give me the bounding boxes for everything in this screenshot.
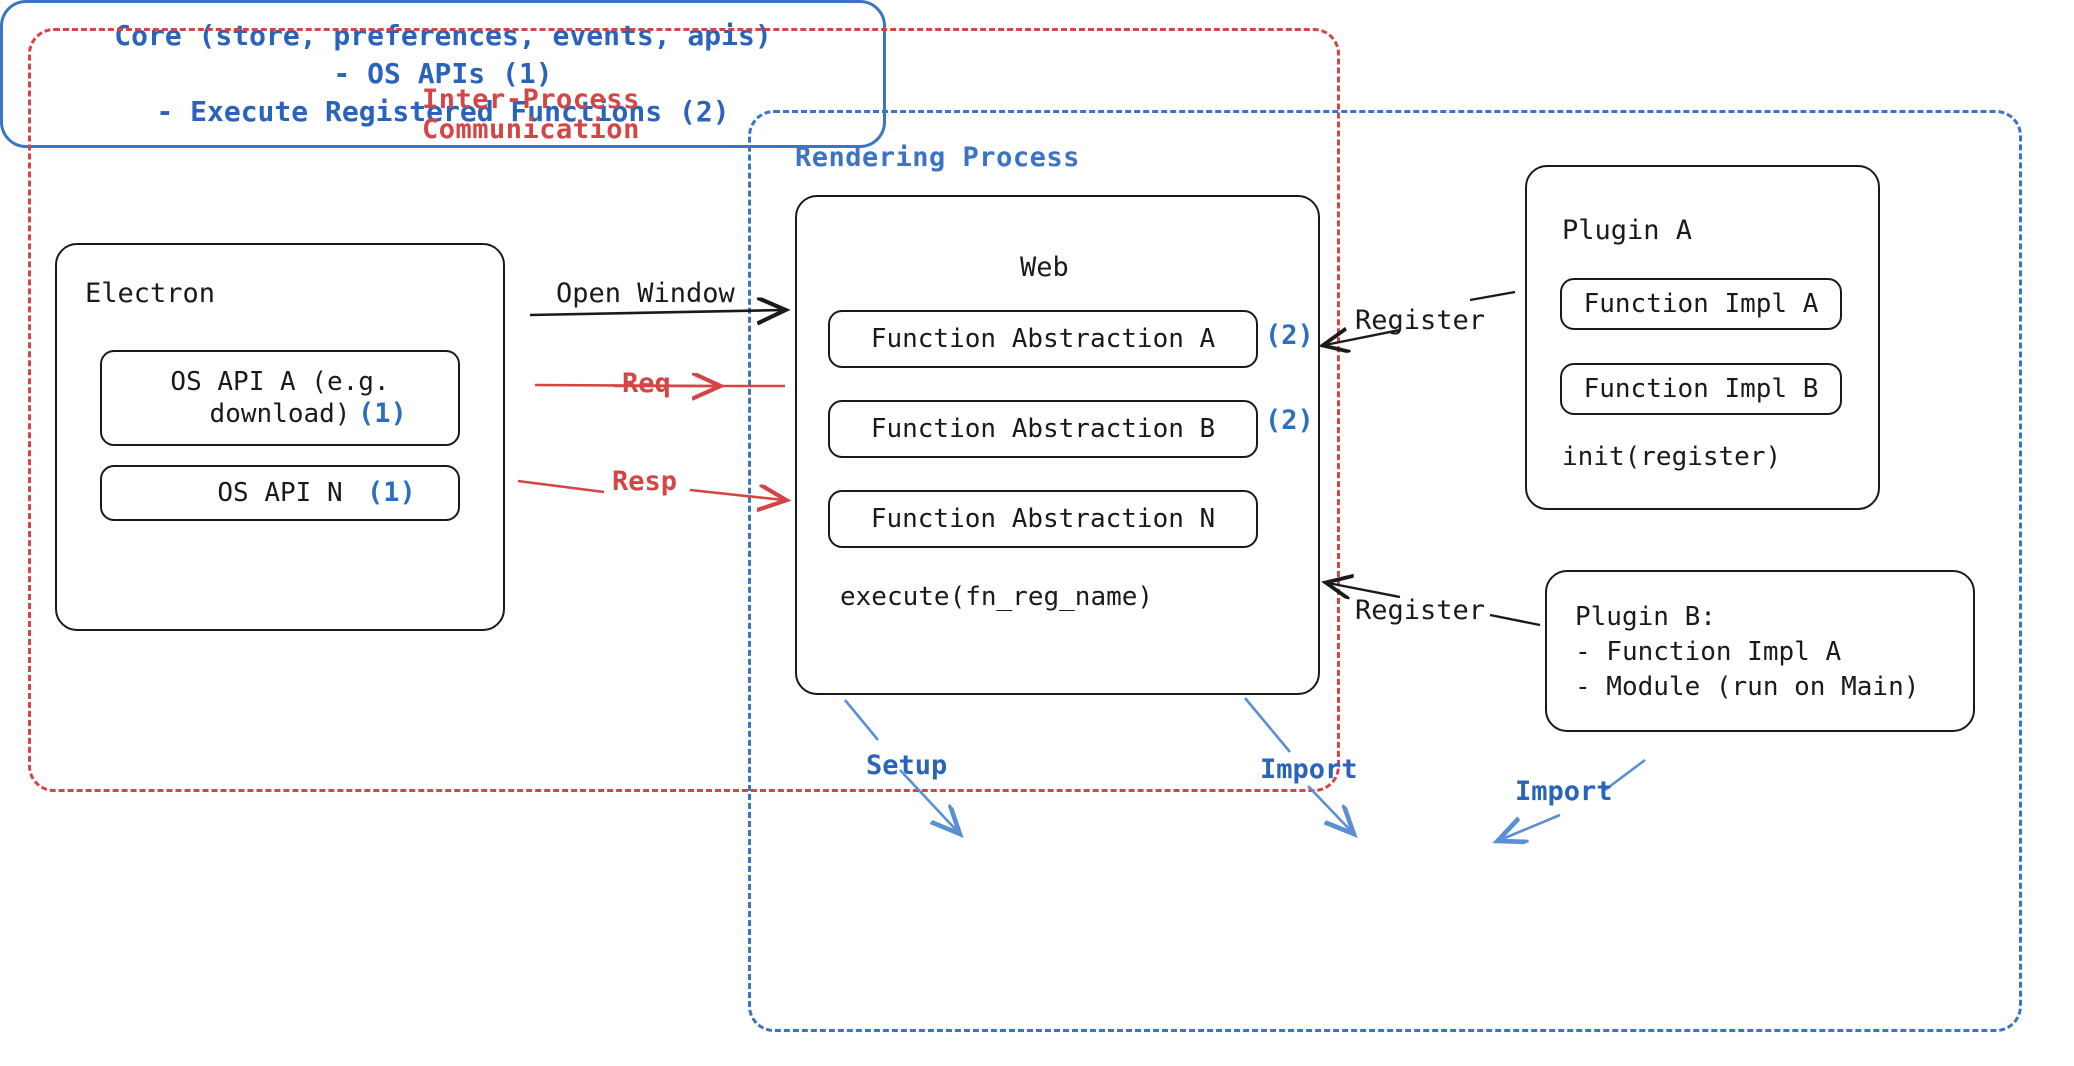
electron-title: Electron	[85, 278, 216, 309]
arrow-label-import-web: Import	[1260, 754, 1358, 785]
ipc-region-boundary	[28, 28, 1340, 792]
plugin-a-function-impl-b-box: Function Impl B	[1560, 363, 1842, 415]
os-api-n-marker: (1)	[367, 477, 416, 508]
web-title: Web	[1020, 252, 1069, 283]
plugin-a-function-impl-a-label: Function Impl A	[1583, 288, 1819, 319]
rendering-process-region-title: Rendering Process	[795, 142, 1080, 173]
arrow-label-register-plugin-a: Register	[1355, 305, 1486, 336]
arrow-label-req: Req	[622, 368, 671, 399]
core-box: Core (store, preferences, events, apis) …	[0, 0, 886, 148]
os-api-n-box: OS API N	[100, 465, 460, 521]
arrow-label-setup: Setup	[866, 750, 948, 781]
function-abstraction-b-marker: (2)	[1265, 405, 1314, 436]
function-abstraction-a-marker: (2)	[1265, 320, 1314, 351]
os-api-a-label: OS API A (e.g. download)	[170, 366, 390, 430]
plugin-b-box	[1545, 570, 1975, 732]
os-api-n-label: OS API N	[217, 477, 343, 508]
ipc-region-title: Inter-Process Communication	[422, 84, 640, 145]
arrow-label-resp: Resp	[612, 466, 678, 497]
function-abstraction-a-label: Function Abstraction A	[870, 323, 1216, 354]
function-abstraction-b-box: Function Abstraction B	[828, 400, 1258, 458]
function-abstraction-b-label: Function Abstraction B	[870, 413, 1216, 444]
os-api-a-box: OS API A (e.g. download)	[100, 350, 460, 446]
arrow-label-open-window: Open Window	[556, 278, 735, 309]
core-label: Core (store, preferences, events, apis) …	[114, 18, 772, 129]
plugin-a-box	[1525, 165, 1880, 510]
rendering-process-region-boundary	[748, 110, 2022, 1032]
function-abstraction-a-box: Function Abstraction A	[828, 310, 1258, 368]
plugin-a-title: Plugin A	[1562, 215, 1693, 246]
os-api-a-marker: (1)	[358, 398, 407, 429]
plugin-a-function-impl-a-box: Function Impl A	[1560, 278, 1842, 330]
function-abstraction-n-label: Function Abstraction N	[870, 503, 1216, 534]
web-execute-method: execute(fn_reg_name)	[840, 582, 1154, 612]
function-abstraction-n-box: Function Abstraction N	[828, 490, 1258, 548]
plugin-a-function-impl-b-label: Function Impl B	[1583, 373, 1819, 404]
arrow-label-register-plugin-b: Register	[1355, 595, 1486, 626]
plugin-b-content: Plugin B: - Function Impl A - Module (ru…	[1575, 602, 1920, 703]
plugin-a-init-method: init(register)	[1562, 442, 1782, 472]
arrow-label-import-plugin-b: Import	[1515, 776, 1613, 807]
